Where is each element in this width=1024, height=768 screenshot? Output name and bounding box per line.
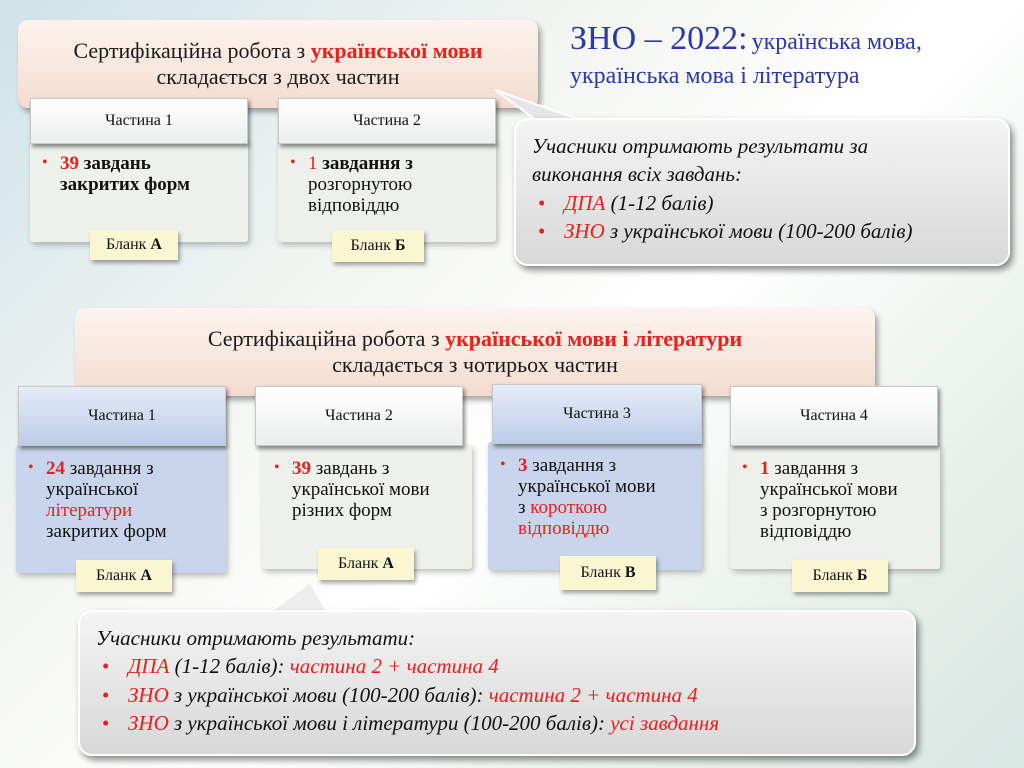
block1-part2-card: • 1 завдання з розгорнутою відповіддю: [278, 140, 496, 242]
block2-part3-tab: Частина 3: [492, 384, 702, 444]
block2-part3-blank: Бланк В: [560, 556, 656, 590]
block1-part1-blank: Бланк А: [90, 230, 178, 260]
block2-header: Сертифікаційна робота з української мови…: [75, 308, 875, 396]
block2-part4-blank: Бланк Б: [792, 560, 888, 592]
block2-part2-blank: Бланк А: [318, 548, 414, 580]
block2-results: Учасники отримають результати: ДПА (1-12…: [78, 610, 916, 756]
block1-part1-tab: Частина 1: [30, 98, 248, 144]
block2-part4-tab: Частина 4: [730, 386, 938, 446]
block1-results: Учасники отримають результати за виконан…: [514, 118, 1010, 266]
block1-part1-card: • 39 завдань закритих форм: [30, 140, 248, 242]
block2-part4-card: • 1 завдання з української мови з розгор…: [730, 445, 940, 569]
page-title: ЗНО – 2022: українська мова, українська …: [570, 20, 922, 89]
block2-part1-blank: Бланк А: [76, 560, 172, 592]
block2-part1-card: • 24 завдання з української літератури з…: [16, 445, 226, 573]
block2-part3-card: • 3 завдання з української мови з коротк…: [488, 442, 702, 570]
block1-part2-tab: Частина 2: [278, 98, 496, 144]
block1-header: Сертифікаційна робота з української мови…: [18, 20, 538, 108]
block2-part2-tab: Частина 2: [255, 386, 463, 446]
block1-part2-blank: Бланк Б: [332, 230, 424, 262]
block2-part1-tab: Частина 1: [18, 386, 226, 446]
